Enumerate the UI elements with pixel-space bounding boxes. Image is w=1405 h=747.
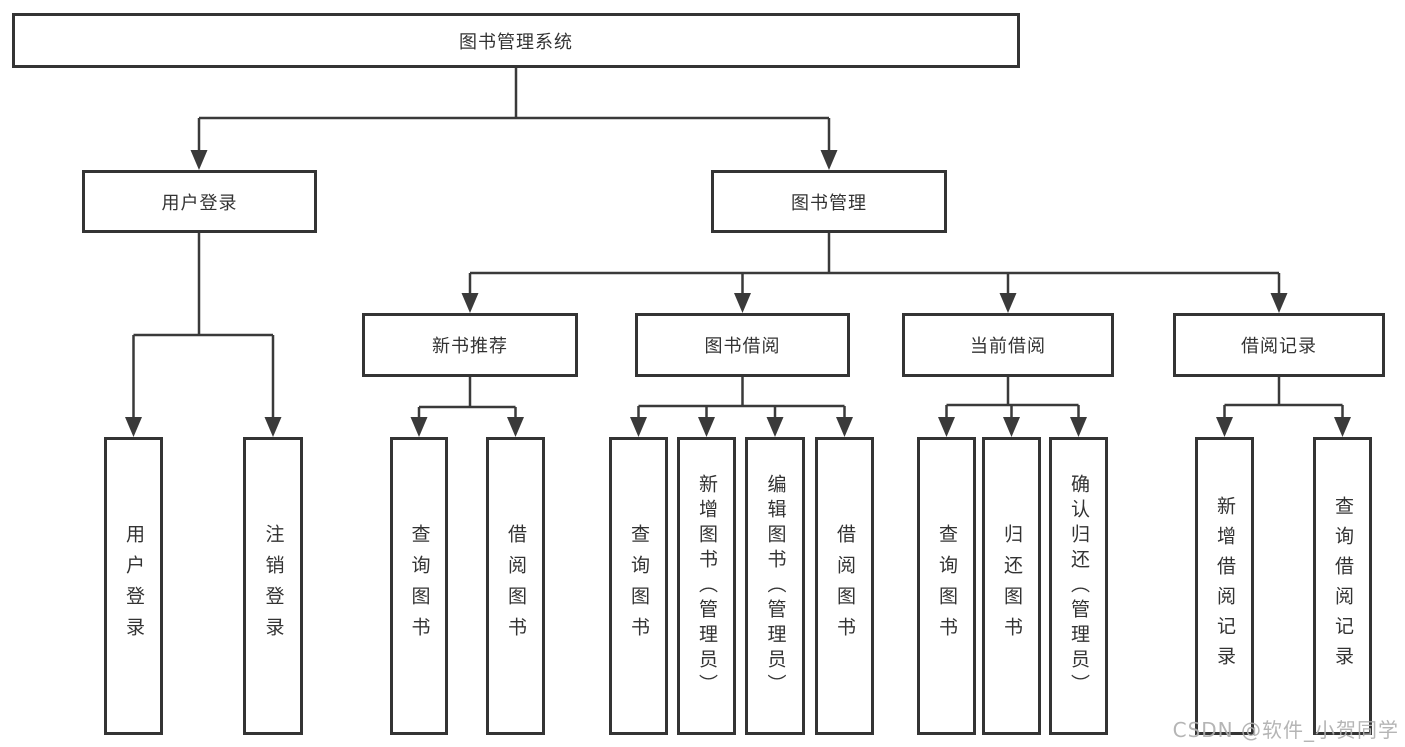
node-leaf-query-books-cb: 查询图书 [917,437,976,735]
node-library-management-system: 图书管理系统 [12,13,1020,68]
node-leaf-logout: 注销登录 [243,437,303,735]
node-leaf-query-books-rec: 查询图书 [390,437,448,735]
arrowheads [125,150,1351,437]
node-leaf-query-borrow-record: 查询借阅记录 [1313,437,1372,735]
node-leaf-user-login: 用户登录 [104,437,163,735]
node-leaf-confirm-return-admin: 确认归还（管理员） [1049,437,1108,735]
csdn-watermark: CSDN @软件_小贺同学 [1172,718,1399,742]
node-user-login-branch: 用户登录 [82,170,317,233]
node-new-book-recommendation: 新书推荐 [362,313,578,377]
node-borrowing-records: 借阅记录 [1173,313,1385,377]
node-leaf-add-books-admin: 新增图书（管理员） [677,437,736,735]
node-leaf-add-borrow-record: 新增借阅记录 [1195,437,1254,735]
node-leaf-borrow-books-bb: 借阅图书 [815,437,874,735]
node-book-borrowing: 图书借阅 [635,313,850,377]
node-leaf-edit-books-admin: 编辑图书（管理员） [745,437,805,735]
node-book-management-branch: 图书管理 [711,170,947,233]
node-leaf-return-books: 归还图书 [982,437,1041,735]
node-leaf-borrow-books-rec: 借阅图书 [486,437,545,735]
node-current-borrowing: 当前借阅 [902,313,1114,377]
node-leaf-query-books-bb: 查询图书 [609,437,668,735]
